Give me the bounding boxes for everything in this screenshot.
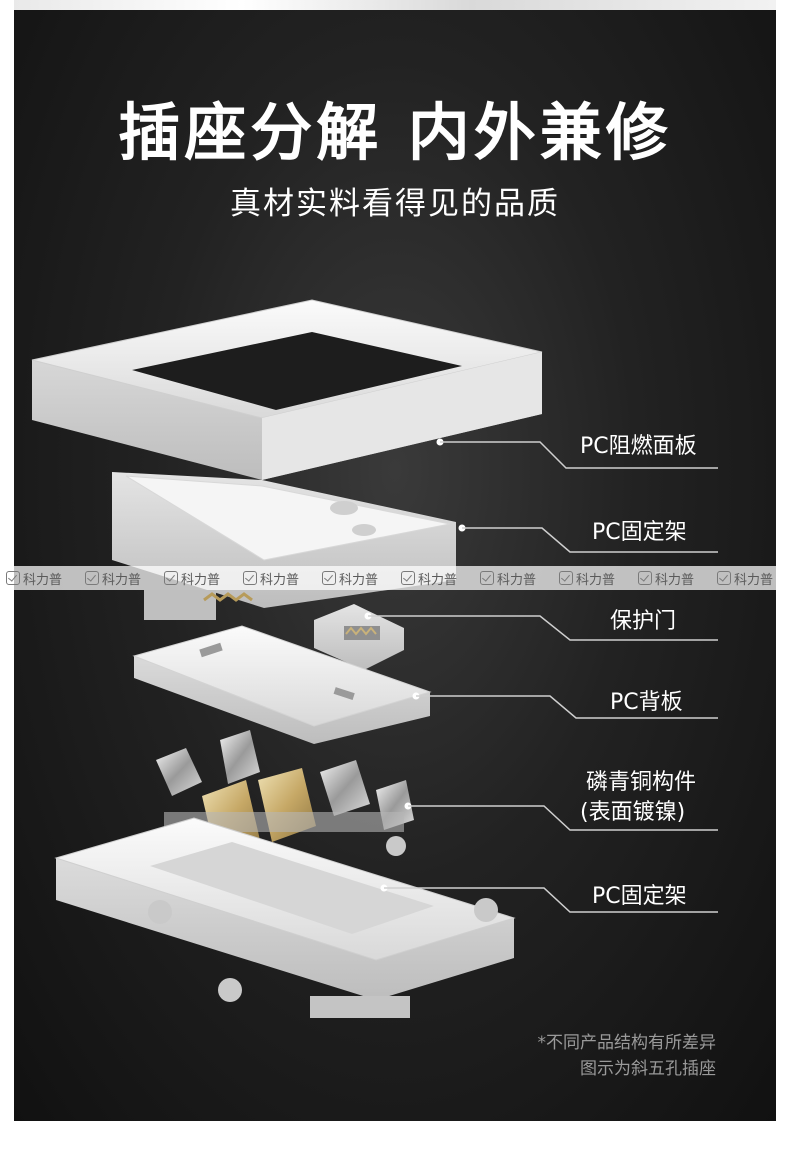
watermark-item: 科力普 [395,569,474,588]
label-copper-line1: 磷青铜构件 [586,770,697,795]
label-pc-frame-top: PC固定架 [592,520,687,545]
pc-face-plate-part [31,299,543,480]
headline: 插座分解 内外兼修 [118,96,672,169]
watermark-item: 科力普 [0,569,79,588]
product-image-panel: 插座分解 内外兼修 真材实料看得见的品质 [14,0,776,1121]
checkmark-shield-icon [717,571,731,585]
subheadline: 真材实料看得见的品质 [230,186,560,222]
pc-back-plate-part [132,625,432,744]
checkmark-shield-icon [559,571,573,585]
disclaimer-line-1: *不同产品结构有所差异 [537,1033,717,1053]
leader-lines [364,438,718,913]
checkmark-shield-icon [638,571,652,585]
checkmark-shield-icon [322,571,336,585]
watermark-item: 科力普 [158,569,237,588]
label-copper-line2: (表面镀镍) [580,800,686,825]
checkmark-shield-icon [243,571,257,585]
watermark-item: 科力普 [553,569,632,588]
top-product-strip [14,0,776,10]
pc-base-frame-part [54,817,516,1018]
watermark-item: 科力普 [632,569,711,588]
checkmark-shield-icon [6,571,20,585]
label-pc-frame-bottom: PC固定架 [592,884,687,909]
exploded-socket-illustration [31,299,718,1018]
watermark-item: 科力普 [474,569,553,588]
checkmark-shield-icon [85,571,99,585]
pc-frame-top-part [112,472,456,620]
checkmark-shield-icon [164,571,178,585]
watermark-strip: 科力普 科力普 科力普 科力普 科力普 科力普 科力普 科力普 科力普 科力普 [0,566,790,590]
watermark-item: 科力普 [237,569,316,588]
shutter-part [314,604,404,670]
disclaimer-line-2: 图示为斜五孔插座 [580,1059,716,1079]
checkmark-shield-icon [401,571,415,585]
label-pc-backplate: PC背板 [610,690,683,715]
watermark-item: 科力普 [79,569,158,588]
label-shutter: 保护门 [610,609,677,634]
watermark-item: 科力普 [711,569,790,588]
watermark-item: 科力普 [316,569,395,588]
checkmark-shield-icon [480,571,494,585]
label-pc-panel: PC阻燃面板 [580,434,697,459]
